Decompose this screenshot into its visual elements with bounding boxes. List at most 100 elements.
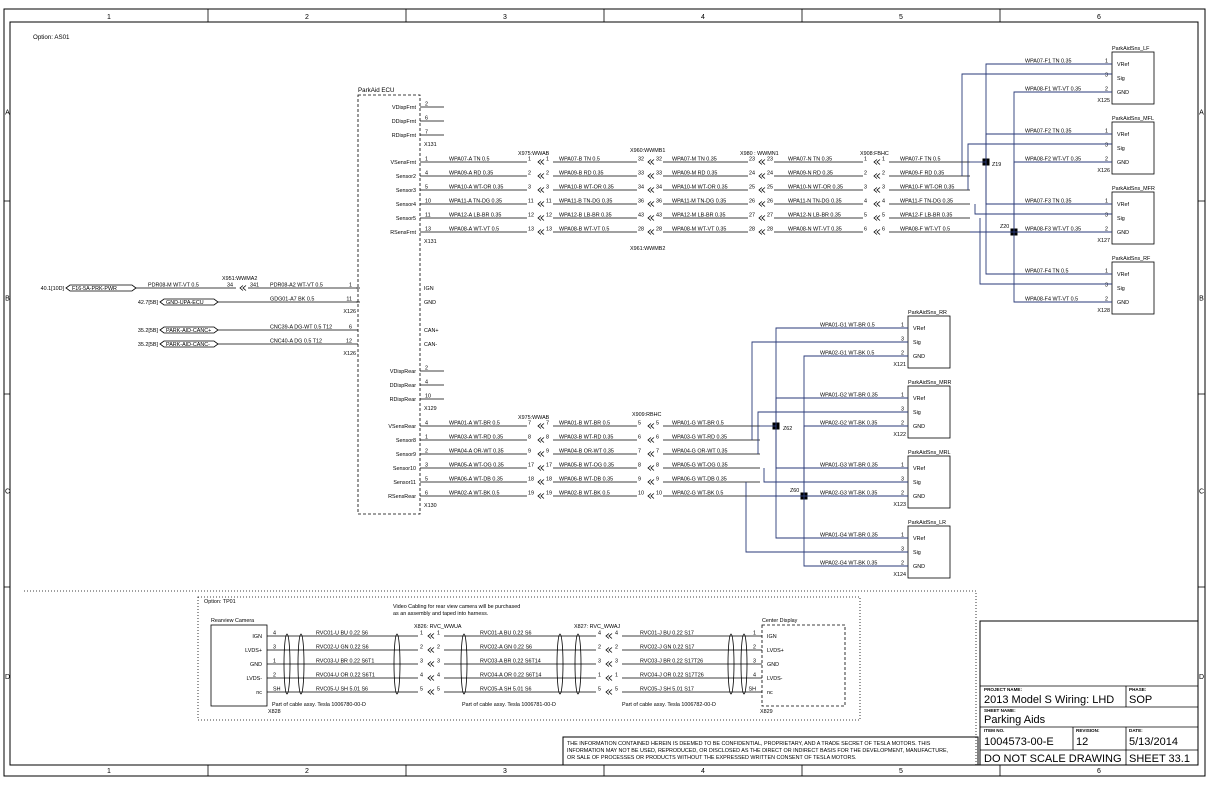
display-pin-number: 2 — [753, 645, 756, 651]
sensor-pin-name: VRef — [1117, 132, 1129, 138]
pin-number: 28 — [767, 227, 773, 233]
ecu-pin-name: CAN- — [424, 342, 437, 348]
ecu-pin-name: RDispFrnt — [392, 133, 417, 139]
pin-number: 32 — [638, 157, 644, 163]
splice-label: Z62 — [783, 426, 792, 432]
pin-number: 34 — [656, 185, 662, 191]
sensor-pin-name: VRef — [1117, 272, 1129, 278]
label-gap — [637, 187, 663, 193]
connector-id: X122 — [893, 432, 906, 438]
wire-label: WPA08-A WT-VT 0.5 — [449, 227, 499, 233]
wire-label: WPA09-B RD 0.35 — [559, 171, 604, 177]
label-gap — [527, 493, 553, 499]
sensor-pin-name: Sig — [913, 410, 921, 416]
pin-number: 2 — [546, 171, 549, 177]
sig-wire — [751, 341, 908, 440]
cross-reference: 42.7[5B] — [138, 300, 159, 306]
label-gap — [527, 201, 553, 207]
connector-symbol — [873, 215, 881, 221]
sensor-pin-name: Sig — [1117, 76, 1125, 82]
ecu-pin-number: 6 — [425, 491, 428, 497]
option-boundary — [24, 590, 977, 765]
connector-symbol — [537, 493, 545, 499]
wire-label: WPA07-F TN 0.5 — [900, 157, 941, 163]
ecu-pin-number: 1 — [425, 435, 428, 441]
pin-number: 27 — [767, 213, 773, 219]
label-gap — [863, 173, 889, 179]
ecu-pin-name: Sensor10 — [393, 466, 416, 472]
connector-id: X126 — [343, 351, 356, 357]
connector-symbol — [537, 201, 545, 207]
pin-number: 6 — [882, 227, 885, 233]
pin-number: 9 — [528, 449, 531, 455]
pin-number: 28 — [656, 227, 662, 233]
pin-number: 4 — [882, 199, 885, 205]
ecu-pin-name: DDispRear — [390, 383, 417, 389]
connector-id: X960:WWMB1 — [630, 148, 665, 154]
pin-number: 17 — [546, 463, 552, 469]
wire-label: WPA02-G WT-BK 0.5 — [672, 491, 723, 497]
pin-number: 3 — [598, 659, 601, 665]
row-label-right: A — [1199, 110, 1204, 117]
sensor-box — [1111, 51, 1155, 105]
pin-number: 3 — [546, 185, 549, 191]
camera-pin-number: 2 — [273, 673, 276, 679]
connector-symbol — [427, 647, 435, 653]
display-pin-name: LVDS+ — [767, 648, 784, 654]
vref-wire — [985, 133, 1112, 162]
pin-number: 6 — [864, 227, 867, 233]
label-gap — [863, 159, 889, 165]
wire-label: WPA07-F3 TN 0.35 — [1025, 199, 1072, 205]
sensor-pin-number: 2 — [1105, 227, 1108, 233]
sensor-pin-number: 2 — [1105, 297, 1108, 303]
pin-number: 5 — [656, 421, 659, 427]
camera-pin-name: LVDS- — [247, 676, 263, 682]
connector-symbol — [537, 229, 545, 235]
cable-assy-note: Part of cable assy. Tesla 1006781-00-D — [462, 702, 556, 708]
sensor-pin-name: VRef — [913, 536, 925, 542]
wire-label: WPA10-N WT-OR 0.35 — [788, 185, 843, 191]
pin-number: 1 — [864, 157, 867, 163]
wire-label: WPA11-A TN-DG 0.35 — [449, 199, 502, 205]
sensor-pin-number: 3 — [901, 547, 904, 553]
revision-value: 12 — [1076, 736, 1088, 748]
ecu-pin-number: 10 — [425, 394, 431, 400]
connector-symbol — [758, 173, 766, 179]
sensor-pin-number: 1 — [1105, 269, 1108, 275]
sensor-box — [1111, 121, 1155, 175]
connector-symbol — [537, 451, 545, 457]
column-label-bottom: 2 — [305, 768, 309, 775]
label-gap — [527, 465, 553, 471]
ecu-pin-name: Sensor3 — [396, 188, 416, 194]
connector-id: X124 — [893, 572, 906, 578]
row-label-left: B — [5, 296, 10, 303]
sensor-pin-name: Sig — [913, 480, 921, 486]
pin-number: 12 — [528, 213, 534, 219]
ecu-pin-name: Sensor11 — [393, 480, 416, 486]
wire-label: WPA10-B WT-OR 0.35 — [559, 185, 614, 191]
connector-symbol — [758, 201, 766, 207]
wire-label: WPA10-M WT-OR 0.35 — [672, 185, 728, 191]
wire-label: RVC04-J OR 0.22 S17T26 — [640, 673, 704, 679]
label-gap — [748, 187, 774, 193]
ecu-pin-number: 13 — [425, 227, 431, 233]
signal-name: F16-5A-PRK-PWR — [72, 286, 117, 292]
vref-wire — [985, 63, 1112, 162]
pin-number: 34 — [227, 283, 233, 289]
ecu-pin-name: DDispFrnt — [392, 119, 417, 125]
connector-symbol — [758, 187, 766, 193]
pin-number: 27 — [749, 213, 755, 219]
wire-label: RVC01-J BU 0.22 S17 — [640, 631, 694, 637]
sig-wire — [745, 482, 908, 553]
connector-id: X130 — [424, 503, 437, 509]
title-block-border — [979, 620, 1199, 766]
pin-number: 5 — [638, 421, 641, 427]
pin-number: 18 — [546, 477, 552, 483]
connector-id: X908:FBHC — [860, 151, 889, 157]
label-gap — [527, 215, 553, 221]
connector-symbol — [537, 159, 545, 165]
wire-label: WPA07-N TN 0.35 — [788, 157, 832, 163]
connector-symbol — [605, 633, 613, 639]
connector-symbol — [537, 423, 545, 429]
wire-label: WPA01-A WT-BR 0.5 — [449, 421, 500, 427]
